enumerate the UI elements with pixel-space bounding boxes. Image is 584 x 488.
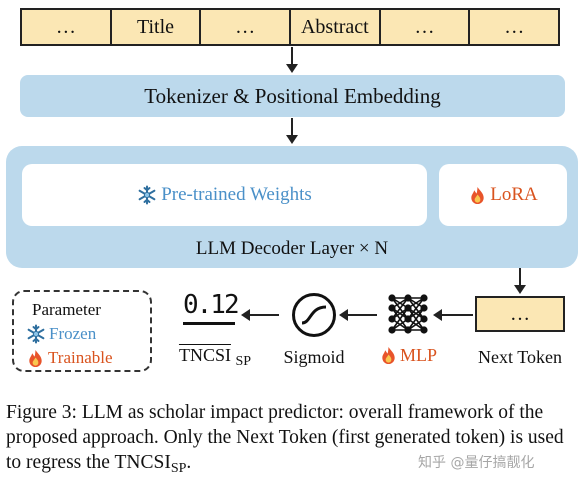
token-cell-title: Title — [112, 10, 202, 44]
pretrained-weights-label: Pre-trained Weights — [161, 184, 312, 205]
token-cell-abstract: Abstract — [291, 10, 381, 44]
tncsi-label: TNCSI SP — [178, 345, 252, 369]
arrow-left — [339, 309, 377, 321]
arrow-down — [286, 118, 298, 144]
arrow-down — [514, 268, 526, 294]
legend-trainable-label: Trainable — [48, 348, 113, 367]
token-cell: … — [504, 15, 525, 38]
watermark: 知乎 @量仔搞靓化 — [418, 455, 535, 471]
sigmoid-icon — [292, 293, 336, 337]
snowflake-icon — [137, 185, 157, 205]
legend-frozen-label: Frozen — [49, 324, 97, 343]
tokenizer-label: Tokenizer & Positional Embedding — [144, 83, 441, 108]
next-token-label: Next Token — [478, 347, 562, 367]
arrow-left — [433, 309, 473, 321]
flame-icon — [379, 346, 398, 365]
output-underline — [183, 322, 235, 325]
flame-icon — [468, 186, 487, 205]
decoder-layer-label: LLM Decoder Layer × N — [195, 238, 389, 259]
mlp-label: MLP — [368, 345, 448, 366]
flame-icon — [26, 349, 45, 368]
next-token-box: … — [475, 296, 565, 332]
output-value-display: 0.12 — [183, 290, 240, 325]
lora-box: LoRA — [439, 164, 567, 226]
pretrained-weights-box: Pre-trained Weights — [22, 164, 427, 226]
token-cell: … — [201, 10, 292, 44]
legend-frozen: Frozen — [26, 322, 138, 346]
snowflake-icon — [26, 324, 46, 344]
arrow-down — [286, 47, 298, 73]
llm-decoder-layer: Pre-trained Weights LoRA LLM Decoder Lay… — [6, 146, 578, 268]
sigmoid-label: Sigmoid — [283, 347, 345, 367]
parameter-legend: Parameter Frozen Trainable — [12, 290, 152, 372]
legend-trainable: Trainable — [26, 346, 138, 370]
token-cell: … — [381, 10, 471, 44]
input-token-sequence: … Title … Abstract … … — [20, 8, 560, 46]
tokenizer-block: Tokenizer & Positional Embedding — [20, 75, 565, 117]
figure-caption: Figure 3: LLM as scholar impact predicto… — [6, 402, 564, 476]
neural-network-icon — [388, 294, 428, 334]
output-value: 0.12 — [183, 290, 240, 320]
lora-label: LoRA — [490, 184, 538, 205]
token-cell: … — [22, 10, 112, 44]
legend-title: Parameter — [32, 300, 101, 319]
arrow-left — [241, 309, 279, 321]
